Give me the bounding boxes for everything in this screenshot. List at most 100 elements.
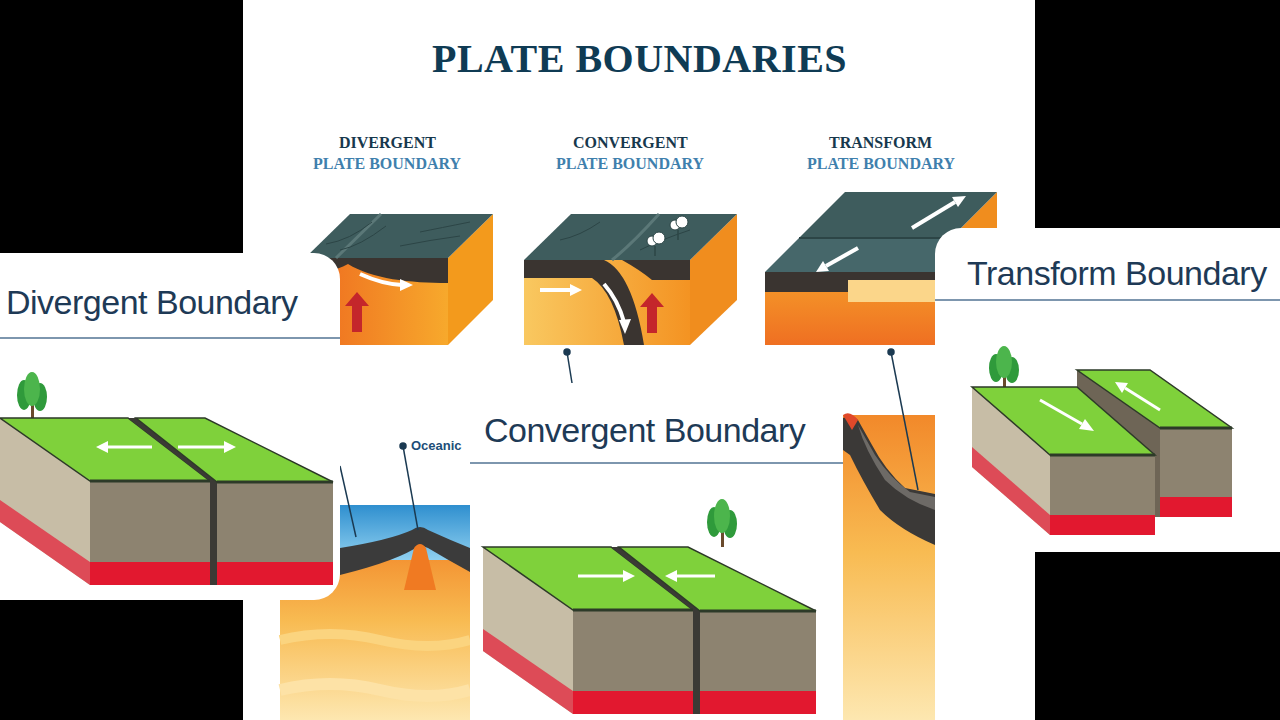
column-heading: TRANSFORM <box>829 133 932 152</box>
convergent-block <box>524 260 690 345</box>
divergent-block <box>336 214 381 258</box>
crust-blocks <box>217 482 333 585</box>
crust-blocks <box>136 418 333 482</box>
ocean-section <box>340 527 470 575</box>
cliff-section <box>843 416 935 545</box>
crust-blocks <box>665 570 677 582</box>
leader-lines <box>891 352 918 490</box>
page-title: PLATE BOUNDARIES <box>432 36 847 82</box>
column-heading: PLATE BOUNDARY <box>556 154 704 173</box>
transform-block <box>952 196 966 207</box>
crust-blocks <box>217 562 333 585</box>
crust-blocks <box>108 446 152 449</box>
transform-block <box>848 280 935 302</box>
boundary-panel: Convergent Boundary <box>470 385 843 720</box>
leader-lines <box>564 349 570 355</box>
crust-blocks <box>90 562 210 585</box>
crust-blocks <box>619 547 816 611</box>
crust-blocks <box>96 441 108 453</box>
panel-heading: Divergent Boundary <box>6 282 298 323</box>
boundary-panel: Transform Boundary <box>935 228 1280 552</box>
tree-icon <box>989 346 1019 390</box>
panel-heading: Convergent Boundary <box>484 410 805 451</box>
crust-blocks <box>700 610 816 613</box>
crust-blocks <box>217 481 333 484</box>
convergent-block <box>676 216 688 228</box>
crust-blocks <box>1160 427 1232 430</box>
ocean-section <box>280 634 470 646</box>
crust-blocks <box>972 370 1232 535</box>
crust-blocks <box>714 499 730 533</box>
boundary-panel: Divergent Boundary <box>0 253 340 600</box>
crust-blocks <box>972 447 1050 535</box>
callout-label: Oceanic <box>411 438 462 454</box>
column-heading: PLATE BOUNDARY <box>313 154 461 173</box>
convergent-block <box>622 260 690 280</box>
crust-blocks <box>677 575 715 578</box>
crust-blocks <box>0 418 333 585</box>
white-sheet <box>243 0 1035 720</box>
crust-blocks <box>1050 515 1155 535</box>
crust-blocks <box>224 441 236 453</box>
divergent-figure <box>0 337 340 339</box>
ocean-section <box>280 684 470 696</box>
tree-icon <box>24 372 40 406</box>
tree-icon <box>996 346 1012 378</box>
leader-lines <box>340 466 356 537</box>
transform-figure <box>935 299 1280 301</box>
crust-blocks <box>0 500 90 585</box>
crust-blocks <box>1050 454 1155 457</box>
divergent-block <box>360 274 402 285</box>
crust-blocks <box>178 446 224 449</box>
crust-blocks <box>483 499 816 714</box>
convergent-block <box>524 214 737 345</box>
convergent-block <box>640 293 664 333</box>
cliff-section <box>858 425 935 510</box>
crust-blocks <box>578 575 623 578</box>
convergent-block <box>524 260 644 345</box>
crust-blocks <box>623 570 635 582</box>
crust-blocks <box>573 691 693 714</box>
column-heading: PLATE BOUNDARY <box>807 154 955 173</box>
divergent-block <box>345 292 369 332</box>
crust-blocks <box>1160 428 1232 517</box>
leader-lines <box>403 446 418 530</box>
convergent-block <box>524 214 737 260</box>
convergent-figure <box>470 462 843 464</box>
column-heading: CONVERGENT <box>573 133 688 152</box>
crust-blocks <box>700 611 816 714</box>
crust-blocks <box>1115 382 1128 393</box>
column-heading: DIVERGENT <box>339 133 436 152</box>
crust-blocks <box>972 387 1155 455</box>
crust-blocks <box>1079 419 1094 431</box>
convergent-block <box>612 214 659 260</box>
convergent-block <box>570 284 582 296</box>
cliff-section <box>843 413 858 430</box>
cliff-section <box>843 415 935 720</box>
transform-block <box>826 248 858 266</box>
convergent-block <box>604 284 624 322</box>
convergent-block <box>619 319 631 334</box>
crust-blocks <box>1040 400 1082 424</box>
ocean-section <box>404 544 436 590</box>
convergent-block <box>540 288 572 292</box>
crust-blocks <box>700 691 816 714</box>
transform-block <box>816 261 829 272</box>
leader-lines <box>567 352 572 383</box>
panel-heading: Transform Boundary <box>967 253 1267 294</box>
leader-lines <box>888 349 894 355</box>
crust-blocks <box>90 480 210 483</box>
tree-icon <box>17 372 47 420</box>
crust-blocks <box>483 629 573 714</box>
crust-blocks <box>1050 455 1155 535</box>
crust-blocks <box>573 609 693 612</box>
transform-block <box>765 272 935 345</box>
divergent-block <box>305 214 493 258</box>
cliff-section <box>843 413 935 720</box>
transform-block <box>912 202 955 228</box>
divergent-block <box>400 279 413 291</box>
crust-blocks <box>1125 388 1160 410</box>
convergent-block <box>653 232 665 244</box>
crust-blocks <box>1160 497 1232 517</box>
leader-lines <box>400 443 406 449</box>
